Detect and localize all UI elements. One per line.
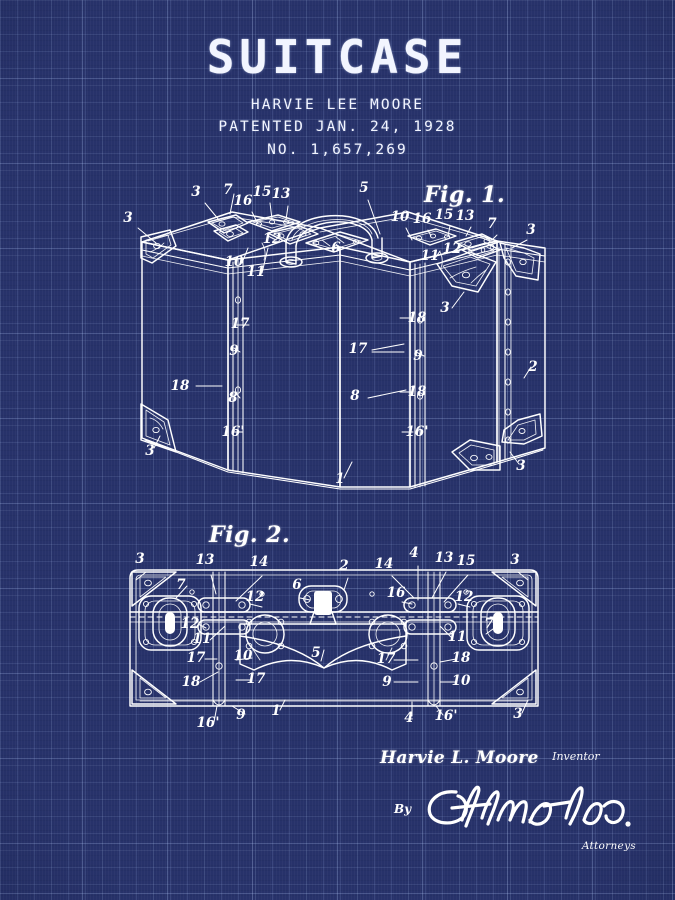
- callout-12: 12: [181, 616, 200, 632]
- callout-10: 10: [452, 673, 471, 689]
- inventor-signature-name: Harvie L. Moore: [380, 748, 539, 768]
- callout-16-prime: 16': [435, 708, 458, 724]
- inventor-role-label: Inventor: [552, 750, 600, 763]
- callout-11: 11: [448, 629, 467, 645]
- figure-2-label: Fig. 2.: [209, 522, 291, 548]
- callout-3: 3: [510, 552, 519, 568]
- callout-3: 3: [135, 551, 144, 567]
- callout-14: 14: [250, 554, 269, 570]
- callout-18: 18: [452, 650, 471, 666]
- callout-4: 4: [409, 545, 418, 561]
- callout-14: 14: [375, 556, 394, 572]
- callout-7: 7: [484, 616, 494, 632]
- callout-10: 10: [234, 648, 253, 664]
- callout-18: 18: [182, 674, 201, 690]
- callout-9: 9: [382, 674, 392, 690]
- callout-17: 17: [377, 651, 396, 667]
- callout-1: 1: [271, 703, 280, 719]
- callout-4: 4: [404, 710, 413, 726]
- callout-11: 11: [193, 631, 212, 647]
- callout-9: 9: [236, 707, 246, 723]
- callout-16: 16: [387, 585, 406, 601]
- signature-block: Harvie L. Moore Inventor By Attorneys: [380, 748, 640, 852]
- callout-6: 6: [292, 577, 302, 593]
- attorney-role-label: Attorneys: [581, 840, 636, 852]
- callout-15: 15: [457, 553, 476, 569]
- callout-17: 17: [187, 650, 206, 666]
- callout-12: 12: [246, 589, 265, 605]
- callout-12: 12: [455, 589, 474, 605]
- by-label: By: [394, 802, 412, 816]
- callout-13: 13: [196, 552, 215, 568]
- callout-17: 17: [247, 671, 266, 687]
- callout-16-prime: 16': [197, 715, 220, 731]
- callout-5: 5: [311, 645, 320, 661]
- attorney-signature: [427, 785, 631, 828]
- figure-1-label: Fig. 1.: [424, 182, 506, 208]
- callout-13: 13: [435, 550, 454, 566]
- callout-3: 3: [513, 706, 522, 722]
- callout-7: 7: [176, 577, 186, 593]
- callout-2: 2: [338, 558, 348, 574]
